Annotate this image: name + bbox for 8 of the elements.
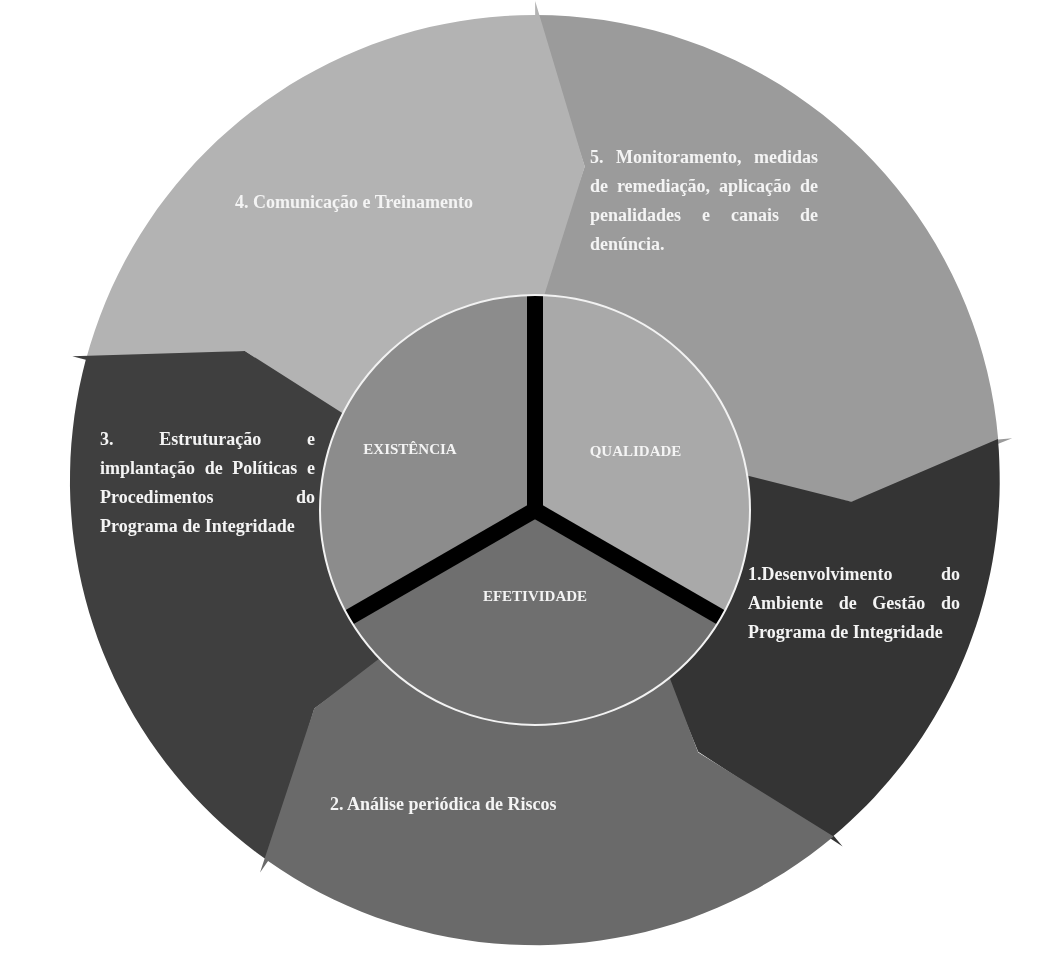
step-text: 3. Estruturação e implantação de Políticas e Procedimentos do Programa de Integridade [100,428,315,538]
sector-label: EFETIVIDADE [481,587,589,606]
step-text: 2. Análise periódica de Riscos [330,793,558,816]
sector-label: QUALIDADE [588,442,683,461]
step-text: 5. Monitoramento, medidas de remediação, aplicação de penalidades e canais de denúncia. [590,146,818,256]
sector-label: EXISTÊNCIA [362,440,458,459]
step-text: 4. Comunicação e Treinamento [235,191,474,214]
step-text: 1.Desenvolvimento do Ambiente de Gestão do Programa de Integridade [748,563,960,644]
